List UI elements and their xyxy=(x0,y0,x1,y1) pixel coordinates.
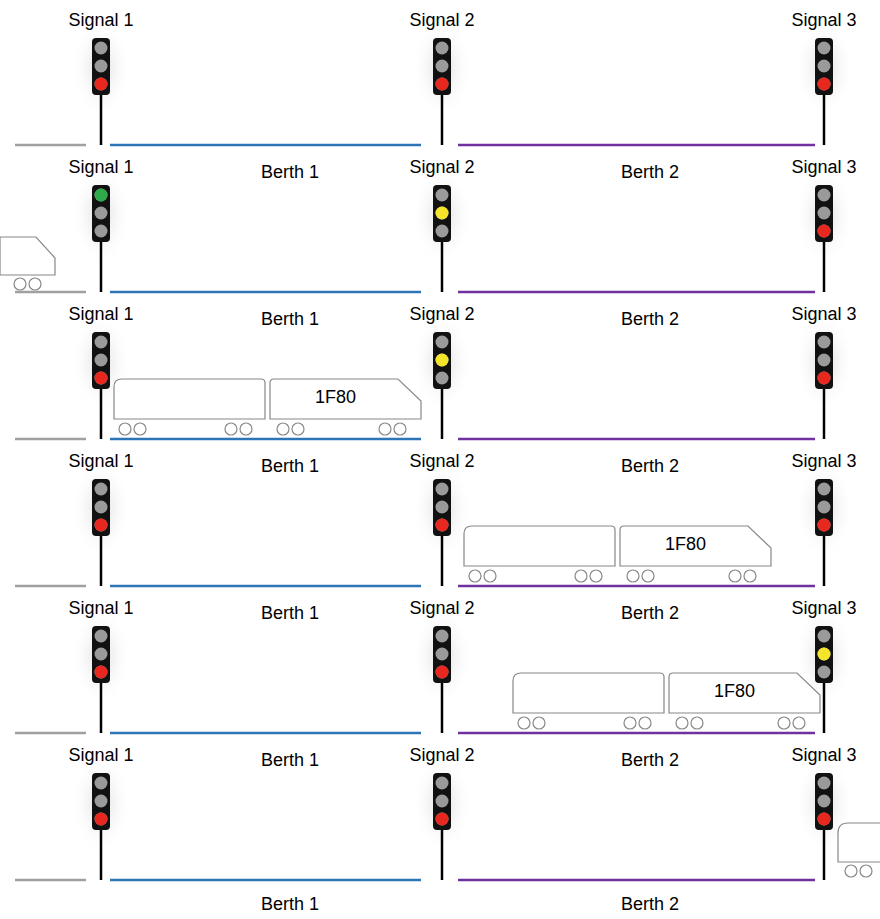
berth-name: Berth 1 xyxy=(261,163,319,183)
berth-name: Berth 2 xyxy=(621,895,679,915)
signal-name: Signal 2 xyxy=(409,305,474,325)
signal-name: Signal 2 xyxy=(409,599,474,619)
signal-name: Signal 3 xyxy=(791,452,856,472)
signal-name: Signal 2 xyxy=(409,158,474,178)
berth-name: Berth 1 xyxy=(261,310,319,330)
signal-name: Signal 3 xyxy=(791,599,856,619)
signal-name: Signal 2 xyxy=(409,452,474,472)
berth-name: Berth 2 xyxy=(621,604,679,624)
berth-name: Berth 1 xyxy=(261,604,319,624)
train: 1F80 xyxy=(463,524,773,586)
berth-name: Berth 2 xyxy=(621,310,679,330)
train: 1F80 xyxy=(512,671,822,733)
signal-name: Signal 3 xyxy=(791,158,856,178)
signal-name: Signal 1 xyxy=(68,746,133,766)
signal-name: Signal 3 xyxy=(791,305,856,325)
train-headcode: 1F80 xyxy=(623,535,748,555)
signal-name: Signal 1 xyxy=(68,305,133,325)
train: 1F80 xyxy=(113,377,423,439)
signal-name: Signal 3 xyxy=(791,746,856,766)
berth-name: Berth 2 xyxy=(621,751,679,771)
berth-name: Berth 1 xyxy=(261,751,319,771)
berth-name: Berth 2 xyxy=(621,163,679,183)
signal-name: Signal 2 xyxy=(409,746,474,766)
signal-name: Signal 2 xyxy=(409,11,474,31)
signal-name: Signal 1 xyxy=(68,452,133,472)
signal-name: Signal 3 xyxy=(791,11,856,31)
signal-name: Signal 1 xyxy=(68,158,133,178)
train-headcode: 1F80 xyxy=(273,388,398,408)
berth-name: Berth 1 xyxy=(261,895,319,915)
berth-name: Berth 2 xyxy=(621,457,679,477)
berth-name: Berth 1 xyxy=(261,457,319,477)
signal-name: Signal 1 xyxy=(68,599,133,619)
train-outline xyxy=(463,524,773,586)
train-outline xyxy=(113,377,423,439)
train-outline xyxy=(512,671,822,733)
train-headcode: 1F80 xyxy=(672,682,797,702)
signal-name: Signal 1 xyxy=(68,11,133,31)
